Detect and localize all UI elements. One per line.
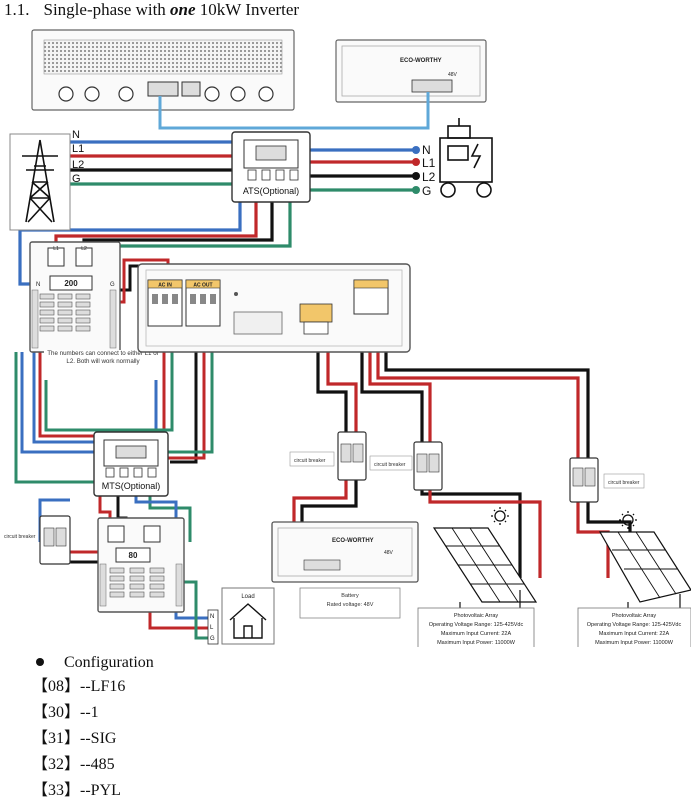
pv2-voltage: Operating Voltage Range: 125-425Vdc (587, 622, 682, 628)
pv-array-1: Photovoltaic Array Operating Voltage Ran… (417, 507, 538, 647)
battery-top-rating: 48V (448, 72, 458, 78)
config-item: 【33】--PYL (32, 778, 154, 804)
pv2-power: Maximum Input Power: 11000W (595, 640, 674, 646)
configuration-list: Configuration 【08】--LF16 【30】--1 【31】--S… (32, 652, 154, 804)
main-panel-rating: 200 (64, 279, 78, 288)
svg-text:N: N (36, 282, 40, 288)
hybrid-inverter: AC IN AC OUT (137, 263, 411, 353)
battery-note-text: Rated voltage: 48V (327, 602, 374, 608)
load-terminals: N L G (207, 609, 219, 645)
grid-terminal-labels: N L1 L2 G (72, 129, 84, 185)
load-label: Load (241, 594, 254, 600)
breaker-pv2: circuit breaker (569, 457, 645, 503)
battery-lower: ECO-WORTHY 48V Battery Rated voltage: 48… (271, 521, 419, 619)
generator-icon (439, 118, 493, 198)
config-item: 【32】--485 (32, 752, 154, 778)
config-value: --SIG (80, 730, 117, 747)
gen-label-n: N (422, 143, 431, 157)
config-code: 【08】 (32, 678, 81, 695)
heading-text-before: Single-phase with (43, 0, 171, 19)
pv2-current: Maximum Input Current: 22A (599, 631, 670, 637)
gen-label-g: G (422, 184, 431, 198)
panel-note: The numbers can connect to either L1 or … (47, 350, 159, 365)
load-house-icon: Load (221, 587, 275, 645)
grid-label-g: G (72, 173, 81, 185)
pv-array-2: Photovoltaic Array Operating Voltage Ran… (577, 511, 691, 647)
breaker-pv1: circuit breaker (369, 441, 443, 491)
breaker-pv1-label: circuit breaker (374, 462, 406, 468)
breaker-load-label: circuit breaker (4, 534, 36, 540)
ac-out-label: AC OUT (193, 283, 212, 289)
inverter-bottom-view (31, 29, 295, 111)
pv2-title: Photovoltaic Array (612, 613, 657, 619)
breaker-battery: circuit breaker (289, 431, 367, 481)
sub-breaker-panel: 80 (97, 517, 185, 613)
pv1-current: Maximum Input Current: 22A (441, 631, 512, 637)
pv1-power: Maximum Input Power: 11000W (437, 640, 516, 646)
config-code: 【31】 (32, 730, 81, 747)
config-item: 【30】--1 (32, 700, 154, 726)
sub-panel-rating: 80 (129, 551, 138, 560)
gen-label-l1: L1 (422, 156, 436, 170)
sun-icon (619, 511, 637, 529)
bullet-icon (36, 658, 44, 667)
battery-lower-rating: 48V (384, 550, 394, 556)
config-code: 【32】 (32, 756, 81, 773)
ac-in-label: AC IN (158, 283, 172, 289)
config-value: --LF16 (80, 678, 126, 695)
grid-label-l1: L1 (72, 143, 84, 155)
gen-label-l2: L2 (422, 170, 436, 184)
config-item: 【08】--LF16 (32, 674, 154, 700)
breaker-battery-label: circuit breaker (294, 458, 326, 464)
battery-top-brand: ECO-WORTHY (400, 58, 442, 64)
configuration-heading: Configuration (36, 652, 154, 674)
load-terminal-n: N (210, 614, 214, 620)
ats-label: ATS(Optional) (243, 186, 299, 196)
svg-text:L1: L1 (53, 246, 59, 252)
heading-emphasis: one (170, 0, 196, 19)
section-number: 1.1. (4, 0, 30, 19)
battery-note-title: Battery (341, 593, 359, 599)
wiring-diagram: ECO-WORTHY 48V (4, 29, 691, 647)
heading-text-after: 10kW Inverter (195, 0, 300, 19)
sun-icon (491, 507, 509, 525)
grid-label-l2: L2 (72, 159, 84, 171)
comm-cable (158, 92, 430, 130)
utility-tower-icon (9, 133, 71, 231)
mts-switch: MTS(Optional) (93, 431, 169, 497)
config-value: --PYL (80, 782, 121, 799)
breaker-pv2-label: circuit breaker (608, 480, 640, 486)
pv1-voltage: Operating Voltage Range: 125-425Vdc (429, 622, 524, 628)
config-value: --1 (80, 704, 99, 721)
load-terminal-l: L (210, 625, 214, 631)
mts-label: MTS(Optional) (102, 481, 161, 491)
generator-terminals: N L1 L2 G (412, 143, 436, 198)
ats-switch: ATS(Optional) (231, 131, 311, 203)
config-code: 【30】 (32, 704, 81, 721)
grid-label-n: N (72, 129, 80, 141)
svg-text:G: G (110, 282, 115, 288)
configuration-title: Configuration (64, 654, 154, 671)
main-breaker-panel: L1 L2 200 N G (29, 241, 121, 353)
pv1-title: Photovoltaic Array (454, 613, 499, 619)
section-heading: 1.1. Single-phase with one 10kW Inverter (4, 0, 299, 20)
config-code: 【33】 (32, 782, 81, 799)
config-item: 【31】--SIG (32, 726, 154, 752)
load-terminal-g: G (210, 636, 215, 642)
battery-lower-brand: ECO-WORTHY (332, 538, 374, 544)
config-value: --485 (80, 756, 115, 773)
svg-text:L2: L2 (81, 246, 87, 252)
battery-top: ECO-WORTHY 48V (335, 39, 487, 103)
breaker-load: circuit breaker (4, 515, 71, 565)
